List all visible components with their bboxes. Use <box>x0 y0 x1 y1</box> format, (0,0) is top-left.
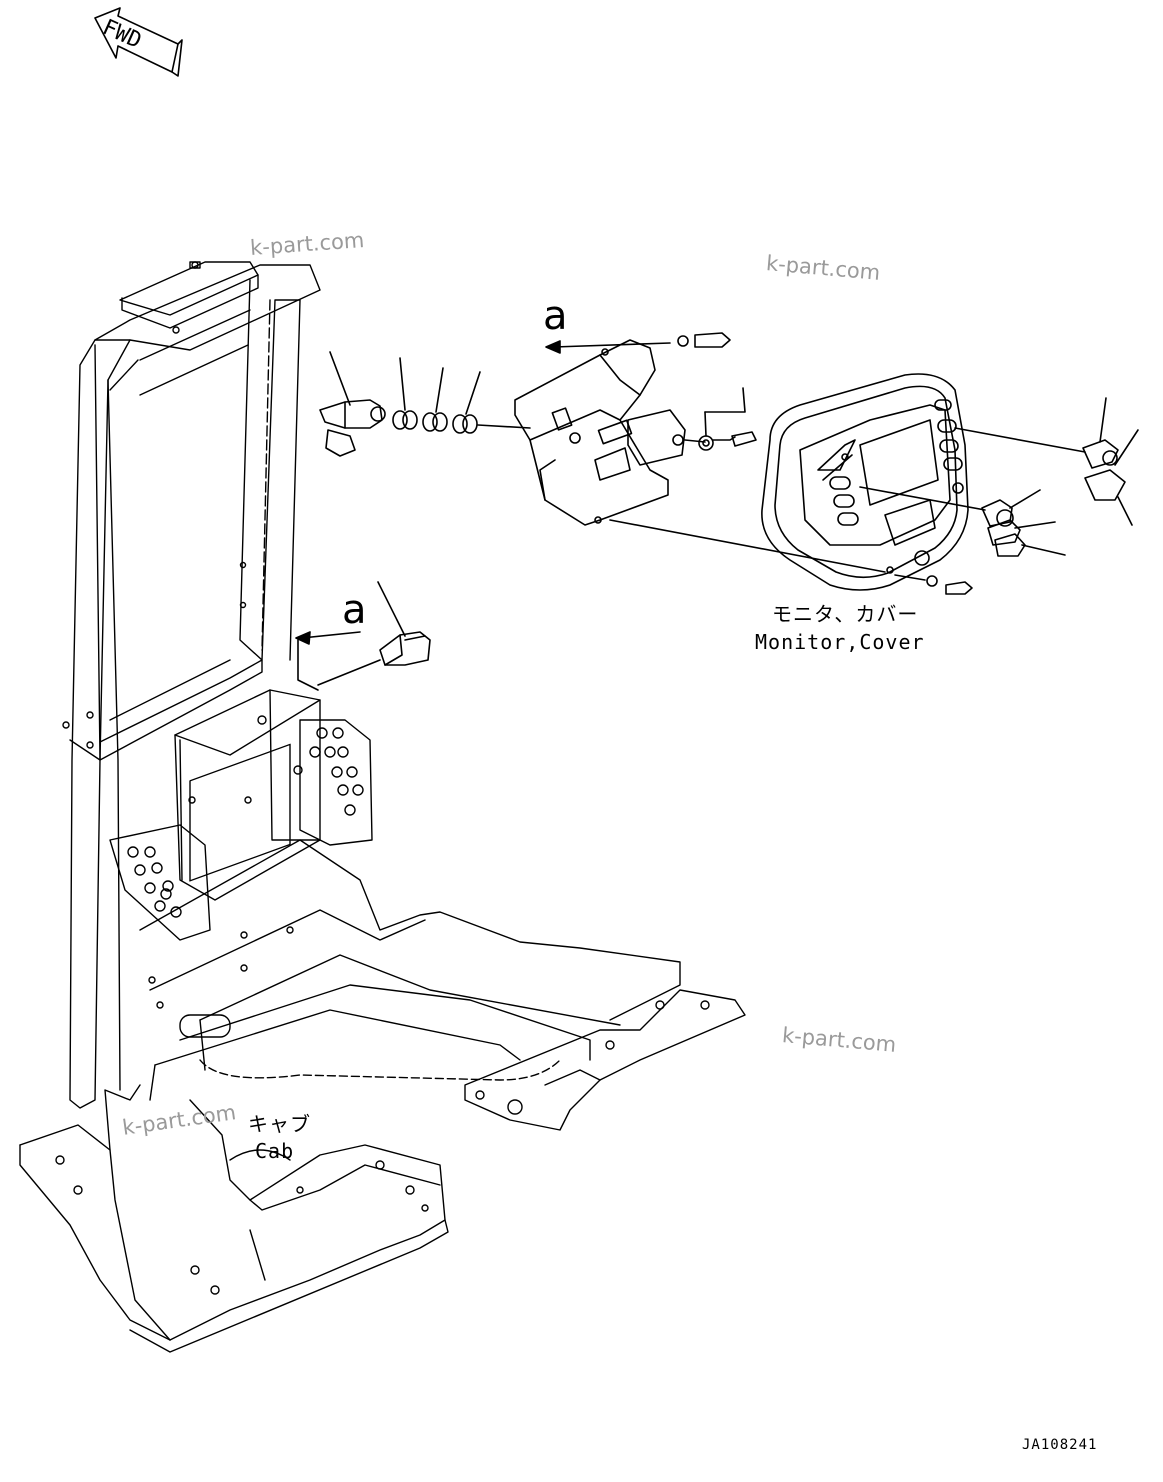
cab-connector <box>317 581 431 686</box>
cab-label-en: Cab <box>255 1139 295 1163</box>
starter-switch-group <box>319 351 531 457</box>
monitor-label-en: Monitor,Cover <box>755 630 925 654</box>
cab-frame <box>19 261 746 1353</box>
key-icon <box>698 387 757 451</box>
cab-label-jp: キャブ <box>248 1112 311 1136</box>
drawing-code: JA108241 <box>1022 1437 1098 1453</box>
view-a-callout-left: a <box>342 587 367 633</box>
monitor-unit <box>609 373 1086 595</box>
fwd-arrow-icon <box>94 7 183 77</box>
monitor-bracket <box>514 332 731 526</box>
view-a-arrow-top <box>545 340 671 354</box>
view-a-arrow-left <box>295 631 361 691</box>
monitor-label-jp: モニタ、カバー <box>772 602 919 626</box>
view-a-callout-top: a <box>543 293 568 339</box>
monitor-knobs <box>981 397 1139 557</box>
